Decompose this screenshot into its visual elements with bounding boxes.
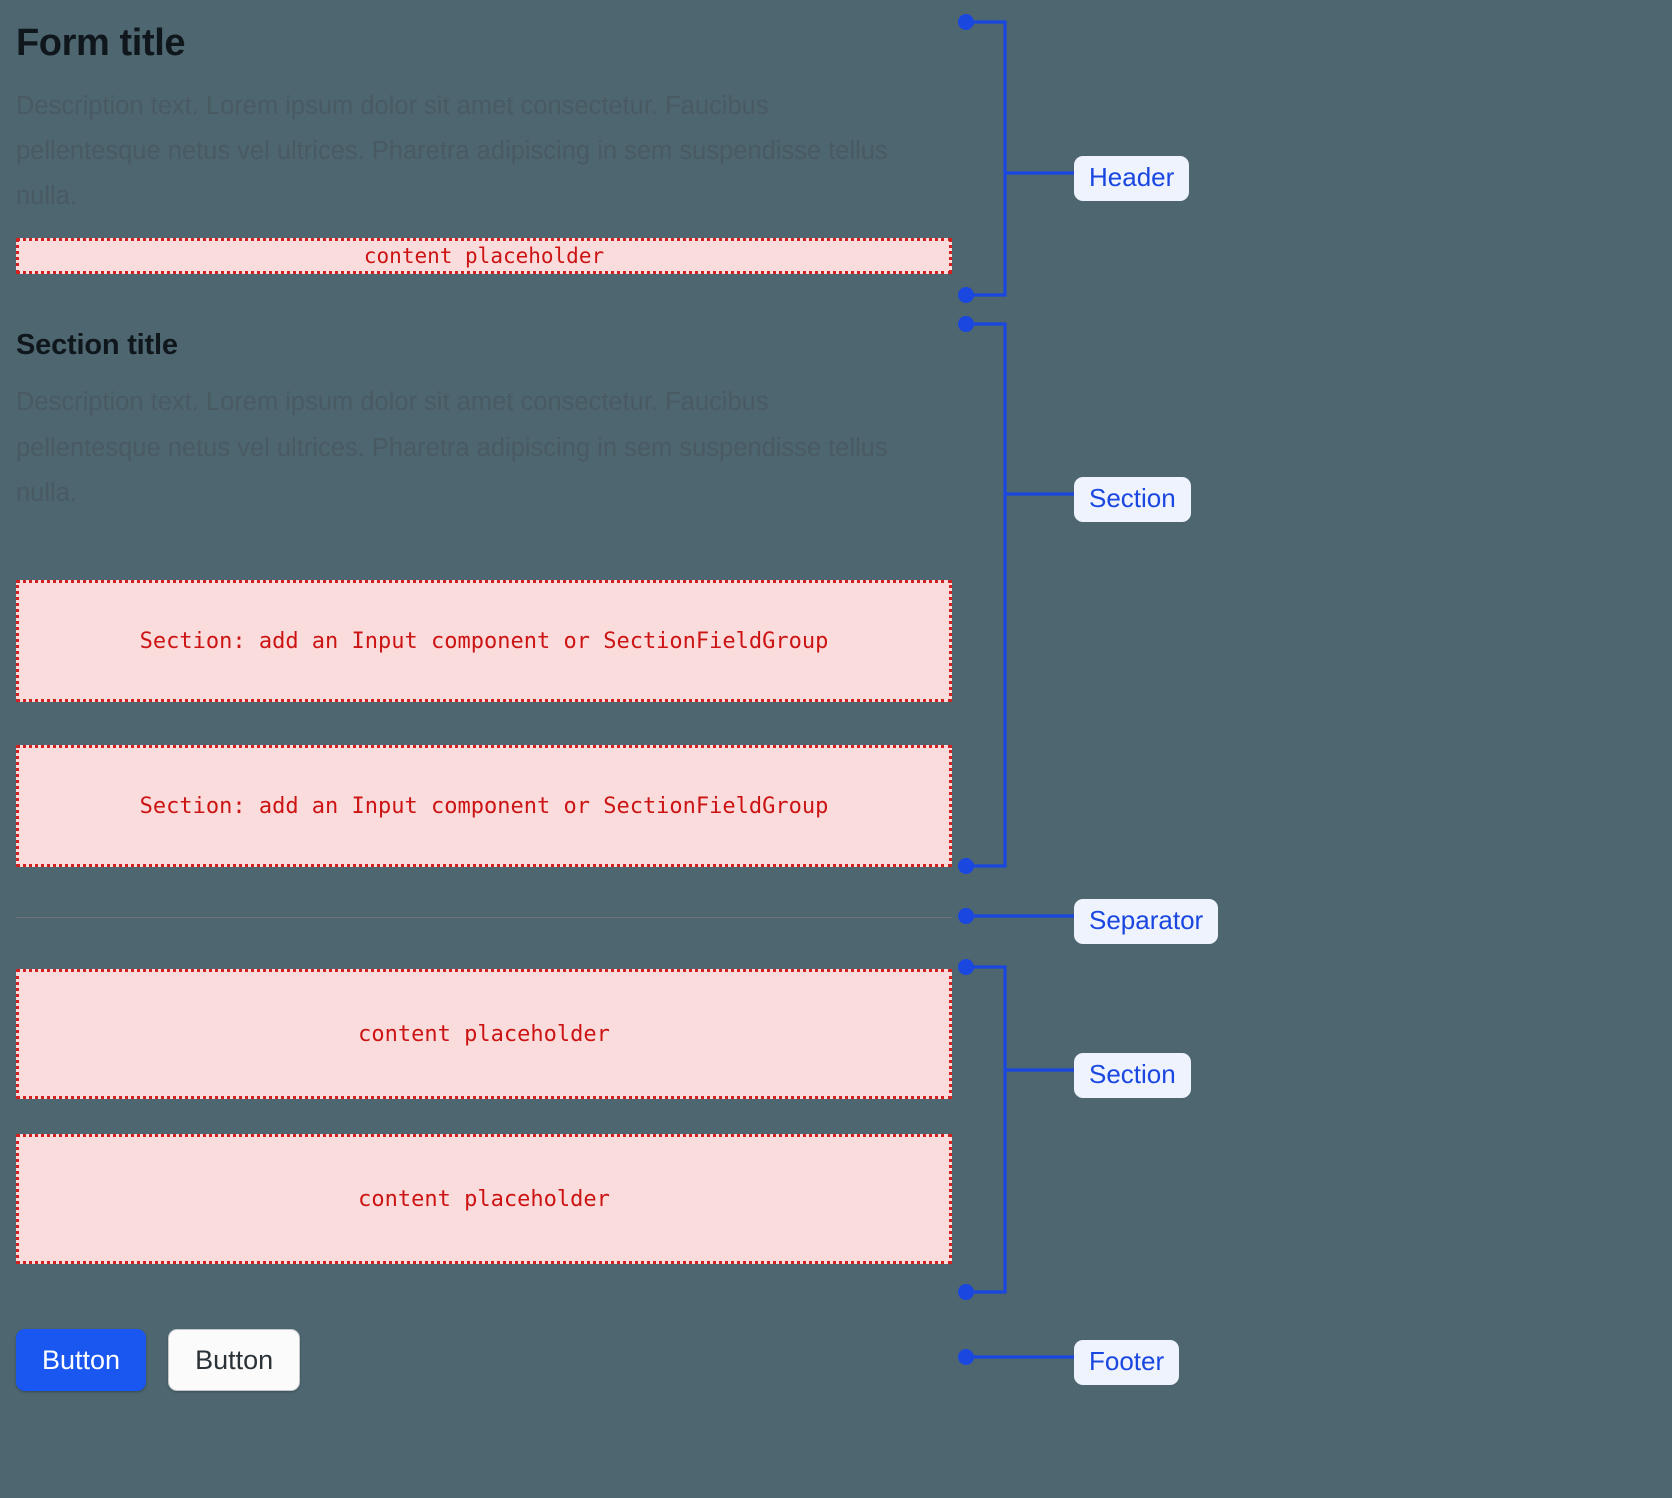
annotation-label-header[interactable]: Header — [1074, 156, 1190, 201]
section-one-bracket — [966, 322, 1007, 868]
page-title: Form title — [16, 22, 186, 64]
form-description: Description text. Lorem ipsum dolor sit … — [16, 91, 888, 211]
header-content-placeholder[interactable]: content placeholder — [16, 237, 952, 274]
anchor-dot — [958, 858, 974, 874]
annotation-label-section-one[interactable]: Section — [1074, 477, 1191, 522]
separator — [16, 917, 952, 919]
form-section-one: Section title Description text. Lorem ip… — [16, 328, 952, 868]
section-content-placeholder[interactable]: content placeholder — [16, 1134, 952, 1265]
primary-button[interactable]: Button — [16, 1329, 147, 1392]
annotation-anchor-dots — [958, 14, 974, 1365]
anchor-dot — [958, 316, 974, 332]
anchor-dot — [958, 1284, 974, 1300]
section-field-placeholder[interactable]: Section: add an Input component or Secti… — [16, 580, 952, 703]
anchor-dot — [958, 14, 974, 30]
section-description: Description text. Lorem ipsum dolor sit … — [16, 388, 888, 507]
secondary-button[interactable]: Button — [168, 1329, 301, 1392]
form-section-two: content placeholder content placeholder — [16, 969, 952, 1265]
anchor-dot — [958, 287, 974, 303]
form-header: Form title Description text. Lorem ipsum… — [16, 22, 952, 274]
anchor-dot — [958, 908, 974, 924]
annotation-label-section-two[interactable]: Section — [1074, 1053, 1191, 1098]
form-column: Form title Description text. Lorem ipsum… — [16, 0, 952, 1392]
anchor-dot — [958, 959, 974, 975]
section-title: Section title — [16, 328, 178, 361]
anchor-dot — [958, 1349, 974, 1365]
section-field-placeholder[interactable]: Section: add an Input component or Secti… — [16, 745, 952, 868]
form-footer: Button Button — [16, 1329, 952, 1392]
section-two-bracket — [966, 965, 1007, 1294]
annotation-label-footer[interactable]: Footer — [1074, 1340, 1180, 1385]
section-content-placeholder[interactable]: content placeholder — [16, 969, 952, 1100]
annotation-label-separator[interactable]: Separator — [1074, 899, 1219, 944]
header-bracket — [966, 20, 1007, 297]
